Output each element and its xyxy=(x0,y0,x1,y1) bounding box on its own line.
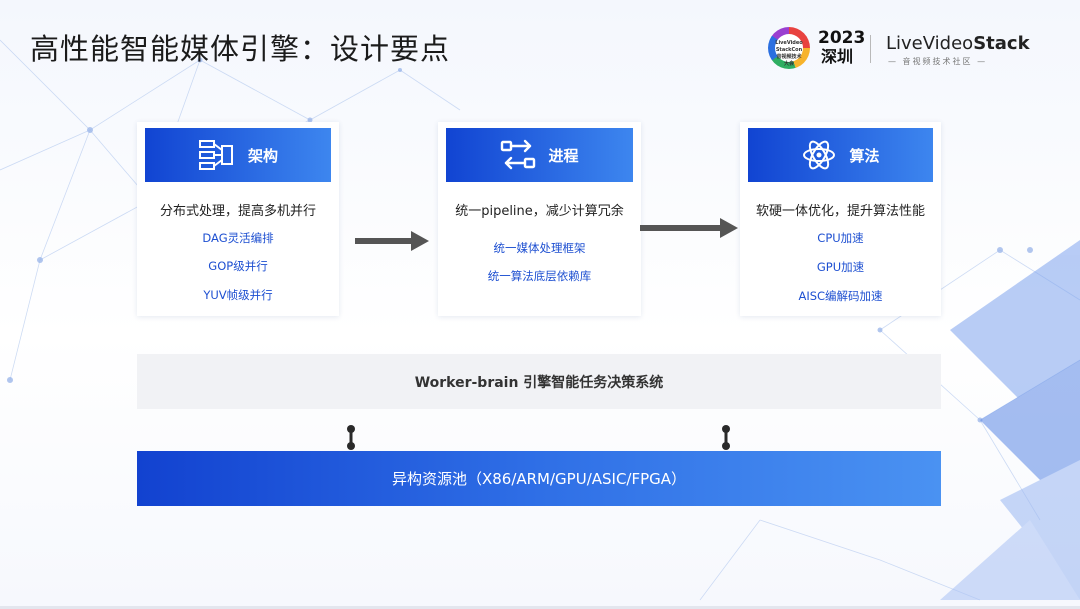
connector-left xyxy=(347,425,355,450)
card-architecture-item-2: GOP级并行 xyxy=(208,259,268,273)
resource-pool-label: 异构资源池（X86/ARM/GPU/ASIC/FPGA） xyxy=(391,470,687,488)
card-algorithm-item-3: AISC编解码加速 xyxy=(798,289,883,303)
conference-year: 2023 xyxy=(818,28,866,48)
worker-brain-label: Worker-brain 引擎智能任务决策系统 xyxy=(414,374,664,391)
org-logo: LiveVideoStack xyxy=(886,33,1030,54)
card-algorithm: 算法 软硬一体优化，提升算法性能 CPU加速 GPU加速 AISC编解码加速 xyxy=(740,122,941,316)
card-process-title: 进程 xyxy=(548,146,579,165)
card-algorithm-header: 算法 xyxy=(748,128,933,182)
worker-brain-bar: Worker-brain 引擎智能任务决策系统 xyxy=(137,354,941,409)
card-algorithm-item-1: CPU加速 xyxy=(817,231,864,245)
card-algorithm-item-2: GPU加速 xyxy=(816,260,865,274)
card-architecture-main: 分布式处理，提高多机并行 xyxy=(159,204,316,219)
card-process-item-2: 统一算法底层依赖库 xyxy=(487,269,592,283)
brand-header: LiveVideo StackCon 音视频技术大会 2023 深圳 LiveV… xyxy=(768,25,1040,73)
org-subtitle: — 音视频技术社区 — xyxy=(888,57,988,66)
brand-divider xyxy=(870,35,871,63)
modules-icon xyxy=(198,140,233,170)
arrow-right-1 xyxy=(355,231,429,251)
card-process: 进程 统一pipeline，减少计算冗余 统一媒体处理框架 统一算法底层依赖库 xyxy=(438,122,641,316)
card-architecture-title: 架构 xyxy=(247,146,278,165)
card-architecture-header: 架构 xyxy=(145,128,331,182)
card-architecture-item-3: YUV帧级并行 xyxy=(203,288,273,302)
card-process-header: 进程 xyxy=(446,128,633,182)
conference-city: 深圳 xyxy=(821,47,854,66)
card-architecture-item-1: DAG灵活编排 xyxy=(202,231,274,245)
switch-arrows-icon xyxy=(501,139,536,170)
connector-right xyxy=(722,425,730,450)
conference-logo-text: LiveVideo StackCon 音视频技术大会 xyxy=(775,34,803,67)
card-algorithm-main: 软硬一体优化，提升算法性能 xyxy=(755,204,925,219)
arrow-right-2 xyxy=(640,218,738,238)
card-algorithm-title: 算法 xyxy=(849,146,880,165)
card-process-item-1: 统一媒体处理框架 xyxy=(493,241,586,255)
resource-pool-bar: 异构资源池（X86/ARM/GPU/ASIC/FPGA） xyxy=(137,451,941,506)
conference-logo: LiveVideo StackCon 音视频技术大会 xyxy=(768,27,810,69)
card-process-main: 统一pipeline，减少计算冗余 xyxy=(455,204,624,219)
org-name-suffix: Stack xyxy=(973,33,1030,54)
card-architecture: 架构 分布式处理，提高多机并行 DAG灵活编排 GOP级并行 YUV帧级并行 xyxy=(137,122,339,316)
bottom-divider xyxy=(0,606,1080,609)
atom-icon xyxy=(803,140,836,170)
page-title: 高性能智能媒体引擎：设计要点 xyxy=(30,32,451,66)
org-name-prefix: LiveVideo xyxy=(886,33,974,54)
